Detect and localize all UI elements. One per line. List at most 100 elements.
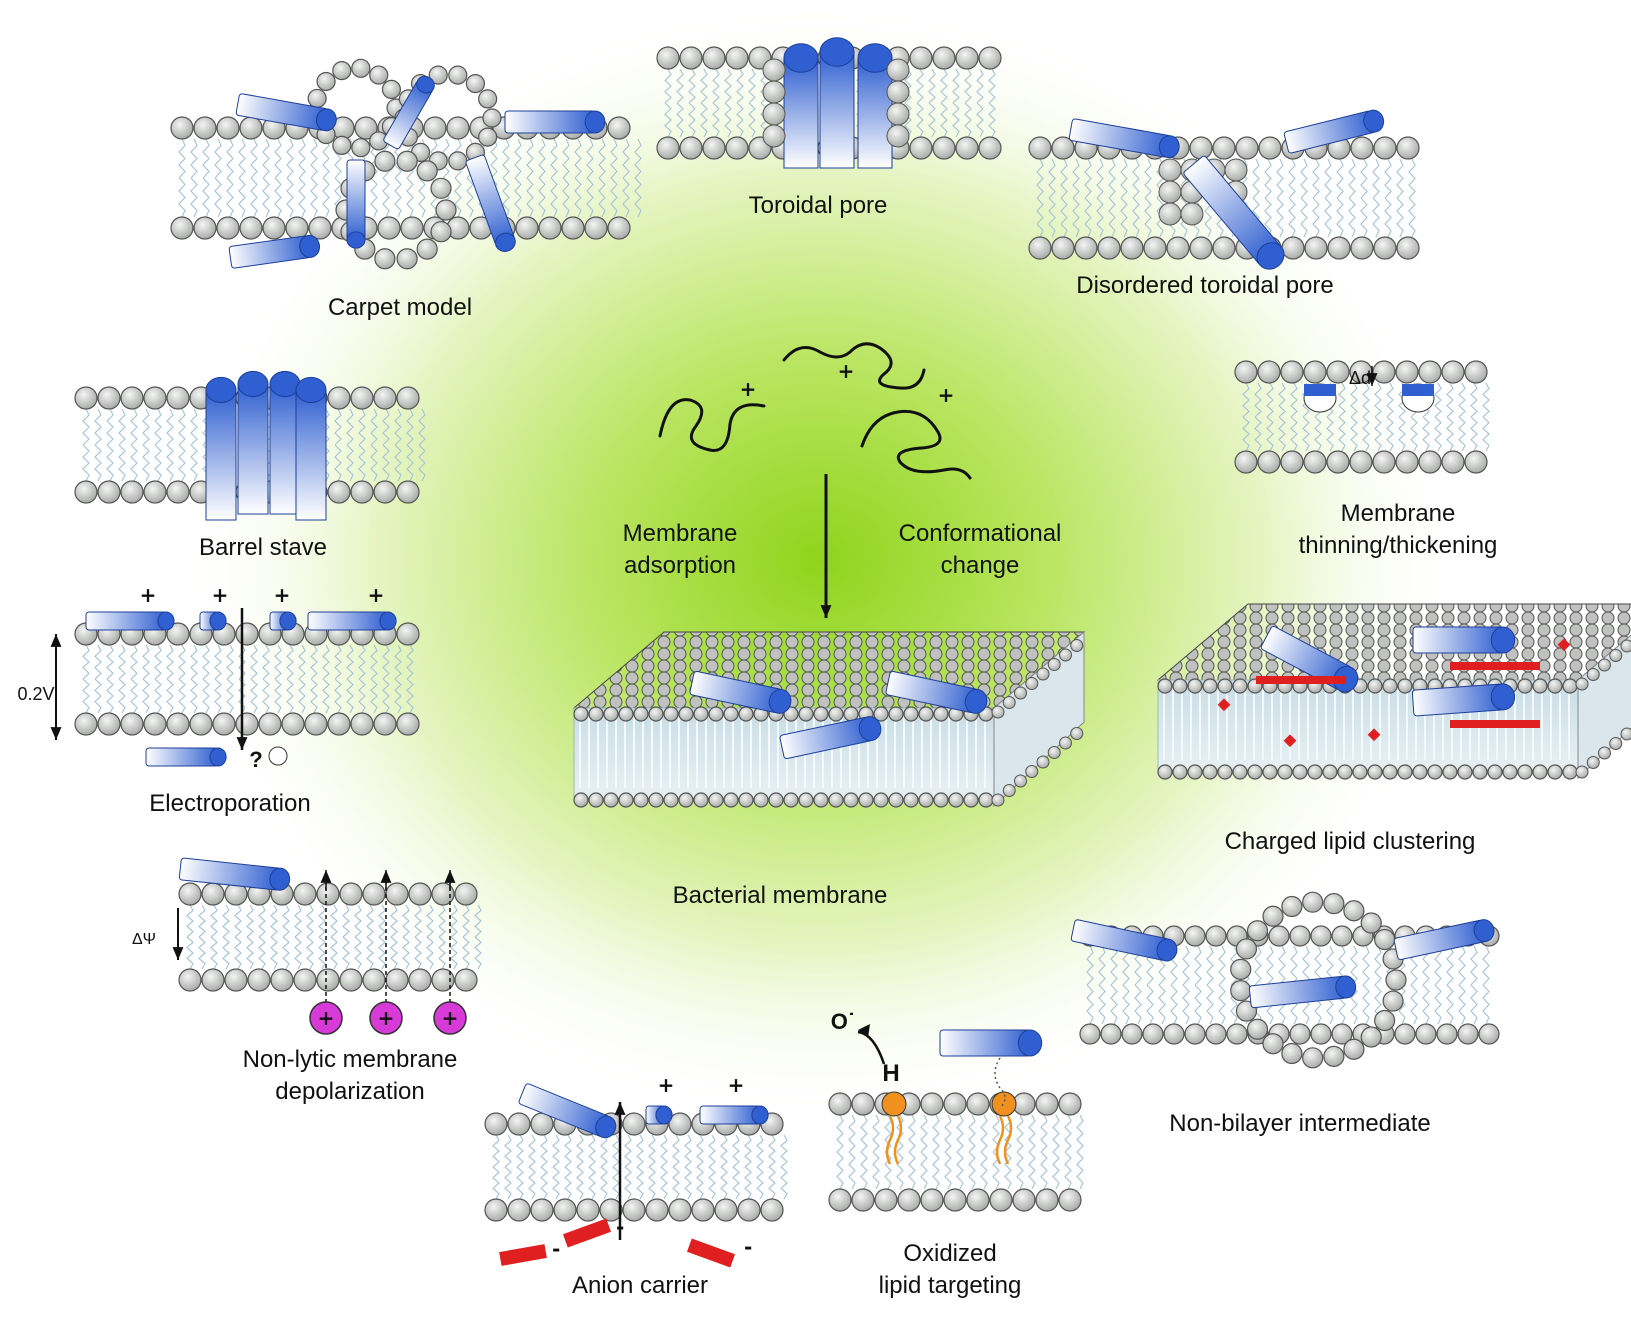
peptide-nonbilayer-3 [1248,975,1357,1009]
plus-charge-anion-1: + [658,1073,675,1097]
label-anion-carrier: Anion carrier [571,1272,709,1299]
peptide-disordered-2 [1183,155,1285,270]
oxidized-lipid-head-1 [991,1091,1017,1117]
peptide-disordered-1 [1068,118,1180,159]
question-mark: ? [249,747,263,772]
cation-plus-2: + [442,1006,459,1030]
charged-lipid-1 [1450,662,1540,670]
oxidized-lipid-tail-0 [885,1115,903,1165]
peptide-electro-4 [307,611,397,631]
charged-lipid-0 [1256,676,1346,684]
bacterial-membrane-slab [572,630,1086,808]
peptide-toroidal-3 [857,43,893,169]
label-electroporation: Electroporation [149,790,311,817]
peptide-carpet-5 [465,154,516,252]
charged-lipid-5 [1283,734,1297,748]
peptide-electro-3 [269,611,297,631]
peptide-barrel-4 [295,376,327,521]
radical-arrow [857,1030,886,1065]
voltage-arrow-down [50,688,62,740]
oxygen-radical-label: O˙ [830,1009,856,1034]
peptide-nonbilayer-1 [1070,919,1178,962]
label-toroidal-pore: Toroidal pore [748,192,888,219]
peptide-electro-1 [85,611,175,631]
bilayer-thinning [1234,360,1490,474]
plus-charge-electro-3: + [368,583,385,607]
plus-charge-peptide-2: + [838,359,855,383]
peptide-electro-free [145,747,227,767]
plus-charge-electro-0: + [140,583,157,607]
charged-lipid-3 [1217,698,1231,712]
minus-charge-1: - [616,1215,624,1239]
charged-lipid-6 [1557,638,1571,652]
plus-charge-electro-1: + [212,583,229,607]
cation-0 [309,1001,343,1035]
inverted-micelle [1230,891,1407,1069]
unstructured-peptide-1 [782,342,926,390]
peptide-carpet-4 [383,75,435,150]
peptide-electro-end [268,746,288,766]
peptide-carpet-2 [228,234,321,269]
plus-charge-peptide-1: + [740,377,757,401]
delta-psi-arrow [172,908,184,960]
peptide-oxidized [939,1029,1043,1057]
unstructured-peptide-2 [860,409,972,480]
label-bacterial-membrane: Bacterial membrane [672,882,888,909]
delta-d-arrow [1366,366,1378,386]
peptide-depolarization [178,857,291,891]
anion-0 [499,1244,547,1266]
unstructured-peptide-0 [658,398,766,452]
anion-carrier-arrow [614,1102,626,1240]
plus-charge-peptide-3: + [938,383,955,407]
label-barrel-stave: Barrel stave [198,534,328,561]
cation-plus-0: + [318,1006,335,1030]
peptide-barrel-3 [269,370,301,515]
peptide-carpet-6 [346,159,366,249]
label-carpet-model: Carpet model [327,294,473,321]
peptide-bacterial-2 [885,670,988,714]
charged-lipid-4 [1367,728,1381,742]
delta-d-label: Δd [1348,368,1372,388]
ion-arrow-2 [444,870,456,890]
plus-charge-anion-2: + [728,1073,745,1097]
peptide-barrel-1 [205,376,237,521]
ion-arrow-1 [380,870,392,890]
peptide-anion-1 [518,1083,617,1139]
bilayer-oxidized [828,1092,1084,1212]
peptide-charged-2 [1412,626,1516,654]
center-glow [180,0,1460,1120]
cation-1 [369,1001,403,1035]
bilayer-depolarization [178,882,482,992]
micelle-2 [394,65,502,171]
peptide-electro-2 [199,611,227,631]
peptide-toroidal-1 [783,43,819,169]
peptide-charged-3 [1411,683,1516,717]
peptide-carpet-3 [504,110,606,134]
peptide-nonbilayer-2 [1393,919,1495,961]
oxidized-lipid-tail-1 [995,1115,1013,1165]
peptide-barrel-2 [237,370,269,515]
electroporation-arrow [236,608,248,750]
delta-psi-label: ΔΨ [131,931,157,948]
peptide-toroidal-2 [819,37,855,169]
main-arrow [820,474,832,618]
peptide-bacterial-1 [689,670,792,714]
cation-2 [433,1001,467,1035]
voltage-arrow-up [50,634,62,690]
ion-arrow-0 [320,870,332,890]
voltage-label: 0.2V [17,684,55,704]
oxidized-lipid-head-0 [881,1091,907,1117]
peptide-anion-2 [645,1105,673,1125]
charged-lipid-slab [1156,603,1631,780]
peptide-bacterial-3 [779,716,882,760]
peptide-anion-3 [699,1105,769,1125]
label-non-bilayer-intermediate: Non-bilayer intermediate [1169,1110,1431,1137]
peptide-disordered-3 [1283,109,1385,154]
